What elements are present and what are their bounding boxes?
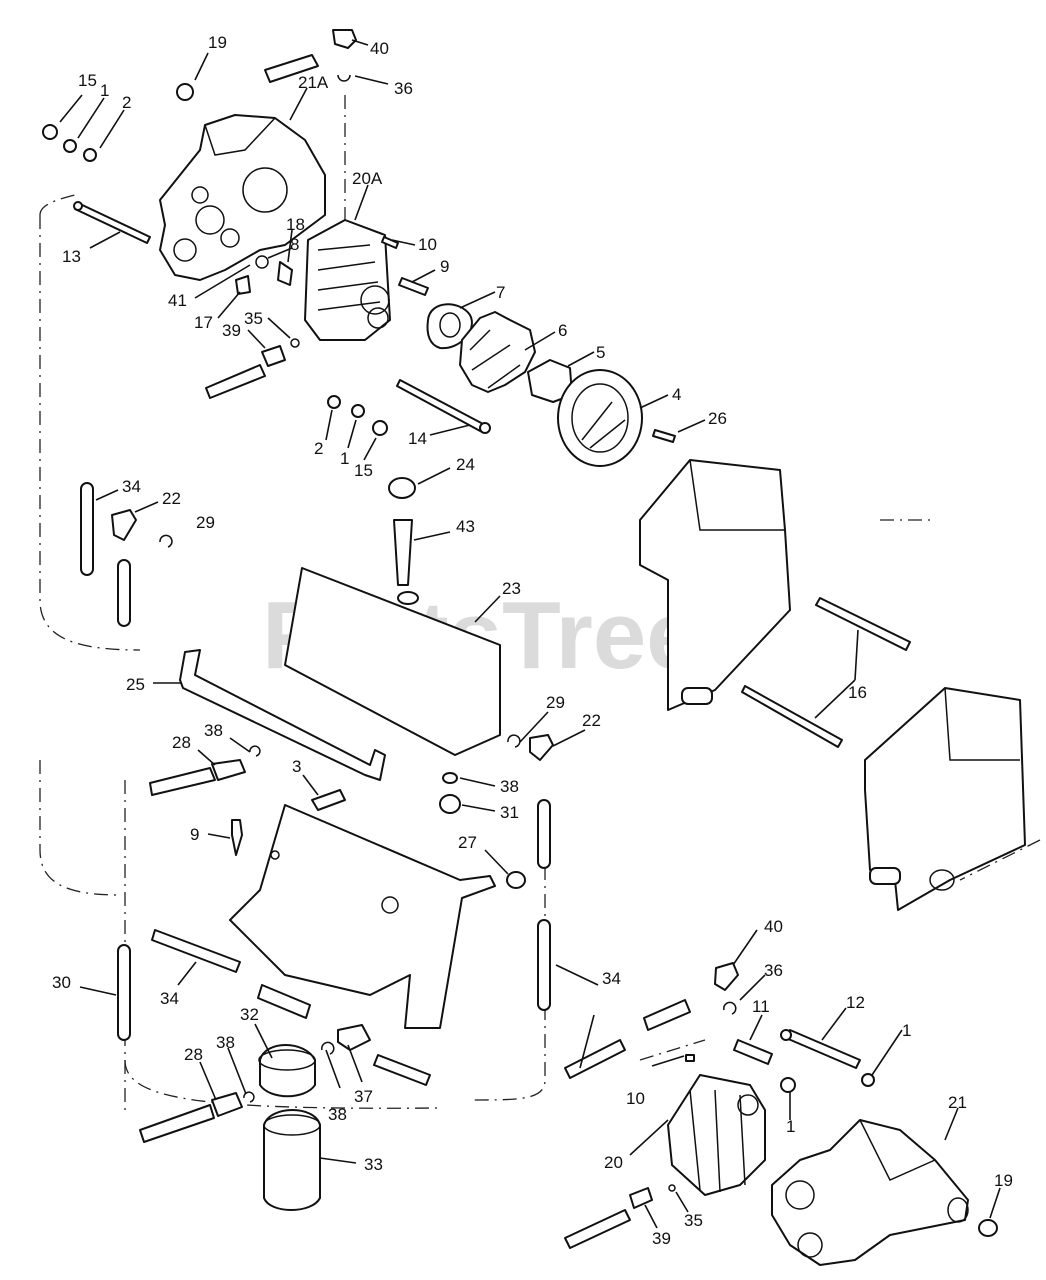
callout-40-top: 40 [370,39,389,58]
valve-mount-plate [229,804,496,1029]
callout-32: 32 [240,1005,259,1024]
callout-13: 13 [62,247,81,266]
callout-2-mid: 2 [314,439,323,458]
callout-6: 6 [558,321,567,340]
callout-21a: 21A [298,73,329,92]
callout-11: 11 [752,997,770,1016]
callout-1-bottom-2: 1 [786,1117,795,1136]
callout-22-left: 22 [162,489,181,508]
callout-16: 16 [848,683,867,702]
callout-25: 25 [126,675,145,694]
callout-3: 3 [292,757,301,776]
callout-37: 37 [354,1087,373,1106]
fan-pulley-assembly [426,303,676,467]
callout-leaders [59,39,1001,1229]
lower-hoses [151,919,691,1086]
callout-43: 43 [456,517,475,536]
callout-1-top: 1 [100,81,109,100]
center-small-parts [149,734,554,889]
callout-17: 17 [194,313,213,332]
pump-20a [304,219,391,341]
callout-38-mid: 38 [500,777,519,796]
callout-28-bottom: 28 [184,1045,203,1064]
callout-19-top: 19 [208,33,227,52]
pump-20 [564,1054,766,1249]
callout-29-left: 29 [196,513,215,532]
callout-39-bottom: 39 [652,1229,671,1248]
callout-4: 4 [672,385,681,404]
callout-24: 24 [456,455,475,474]
callout-23: 23 [502,579,521,598]
callout-27: 27 [458,833,477,852]
callout-19-bottom: 19 [994,1171,1013,1190]
bracket-25 [179,649,386,781]
hydraulic-routing-lines [39,95,1041,1110]
callout-40-bottom: 40 [764,917,783,936]
callout-26: 26 [708,409,727,428]
callout-36-top: 36 [394,79,413,98]
callout-38-bottom-1: 38 [216,1033,235,1052]
callout-34-mid: 34 [160,989,179,1008]
transmission-21a [159,114,326,281]
callout-29-mid: 29 [546,693,565,712]
callout-2-top: 2 [122,93,131,112]
callout-20: 20 [604,1153,623,1172]
callout-10-top: 10 [418,235,437,254]
callout-labels: 19 40 36 21A 15 1 2 20A 13 18 10 8 9 41 … [52,33,1013,1248]
callout-20a: 20A [352,169,383,188]
callout-31: 31 [500,803,519,822]
filter-assembly [139,1044,321,1211]
callout-1-bottom: 1 [902,1021,911,1040]
callout-15-mid: 15 [354,461,373,480]
callout-5: 5 [596,343,605,362]
rod-14-and-washers [327,379,491,436]
callout-9-top: 9 [440,257,449,276]
callout-34-left: 34 [122,477,141,496]
tank-23 [284,567,501,756]
callout-15-top: 15 [78,71,97,90]
callout-22-mid: 22 [582,711,601,730]
callout-18: 18 [286,215,305,234]
callout-21: 21 [948,1093,967,1112]
callout-33: 33 [364,1155,383,1174]
callout-38-left: 38 [204,721,223,740]
lower-right-fittings [714,962,875,1093]
callout-7: 7 [496,283,505,302]
upper-small-parts [42,29,429,399]
callout-38-bottom-2: 38 [328,1105,347,1124]
callout-8: 8 [290,235,299,254]
callout-30: 30 [52,973,71,992]
callout-39-top: 39 [222,321,241,340]
callout-1-mid: 1 [340,449,349,468]
callout-9-mid: 9 [190,825,199,844]
callout-36-bottom: 36 [764,961,783,980]
callout-14: 14 [408,429,427,448]
callout-35-top: 35 [244,309,263,328]
left-hoses [80,482,173,1041]
frame-panels [639,459,1026,911]
callout-10-bottom: 10 [626,1089,645,1108]
callout-35-bottom: 35 [684,1211,703,1230]
callout-34-right: 34 [602,969,621,988]
transmission-21 [771,1119,998,1266]
callout-28-left: 28 [172,733,191,752]
bushing-24-tube-43 [388,477,416,586]
callout-12: 12 [846,993,865,1012]
callout-41: 41 [168,291,187,310]
